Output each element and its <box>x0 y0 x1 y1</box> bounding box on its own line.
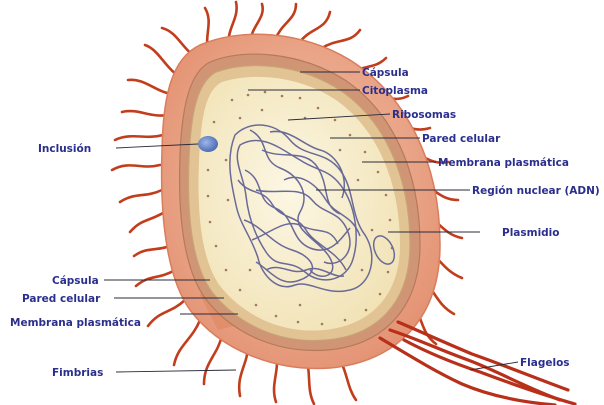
label-inclusion: Inclusión <box>38 143 91 155</box>
label-citoplasma: Citoplasma <box>362 85 428 97</box>
label-plasmidio: Plasmidio <box>502 227 560 239</box>
label-fimbrias: Fimbrias <box>52 367 103 379</box>
label-pared-celular-top: Pared celular <box>422 133 501 145</box>
label-capsula-top: Cápsula <box>362 67 409 79</box>
label-flagelos: Flagelos <box>520 357 570 369</box>
leader-fimbrias <box>116 370 236 372</box>
label-region-nuclear: Región nuclear (ADN) <box>472 185 600 197</box>
label-capsula-bottom: Cápsula <box>52 275 99 287</box>
label-membrana-plasmatica-bottom: Membrana plasmática <box>10 317 141 329</box>
label-pared-celular-bottom: Pared celular <box>22 293 101 305</box>
label-membrana-plasmatica-top: Membrana plasmática <box>438 157 569 169</box>
label-ribosomas: Ribosomas <box>392 109 456 121</box>
inclusion-body <box>198 136 218 152</box>
